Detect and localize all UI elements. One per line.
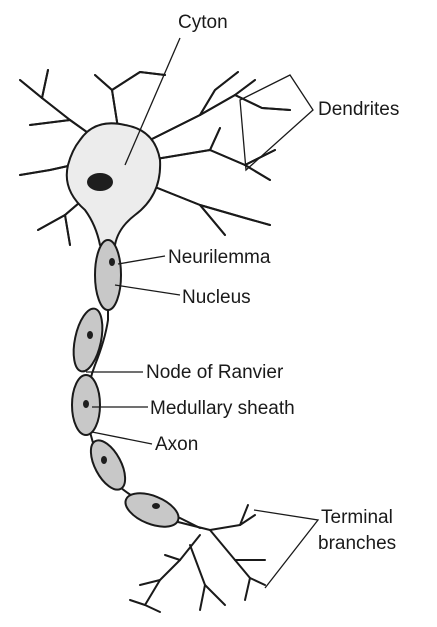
label-axon: Axon (155, 434, 198, 455)
sheath-nucleus (109, 258, 115, 266)
label-cyton: Cyton (178, 12, 228, 33)
leader-lines (86, 38, 318, 588)
sheath-nucleus (87, 331, 93, 339)
cyton-body (67, 123, 160, 245)
label-branches: branches (318, 533, 396, 554)
label-node-of-ranvier: Node of Ranvier (146, 362, 284, 383)
myelin-segments (69, 240, 184, 533)
sheath-segment (69, 306, 108, 374)
cyton-nucleus (87, 173, 113, 191)
label-neurilemma: Neurilemma (168, 247, 271, 268)
sheath-segment (95, 240, 121, 310)
label-terminal: Terminal (321, 507, 393, 528)
sheath-segment (84, 435, 132, 495)
sheath-nucleus (101, 456, 107, 464)
label-nucleus: Nucleus (182, 287, 251, 308)
label-dendrites: Dendrites (318, 99, 399, 120)
sheath-nucleus (152, 503, 160, 509)
sheath-nucleus (83, 400, 89, 408)
label-medullary-sheath: Medullary sheath (150, 398, 295, 419)
